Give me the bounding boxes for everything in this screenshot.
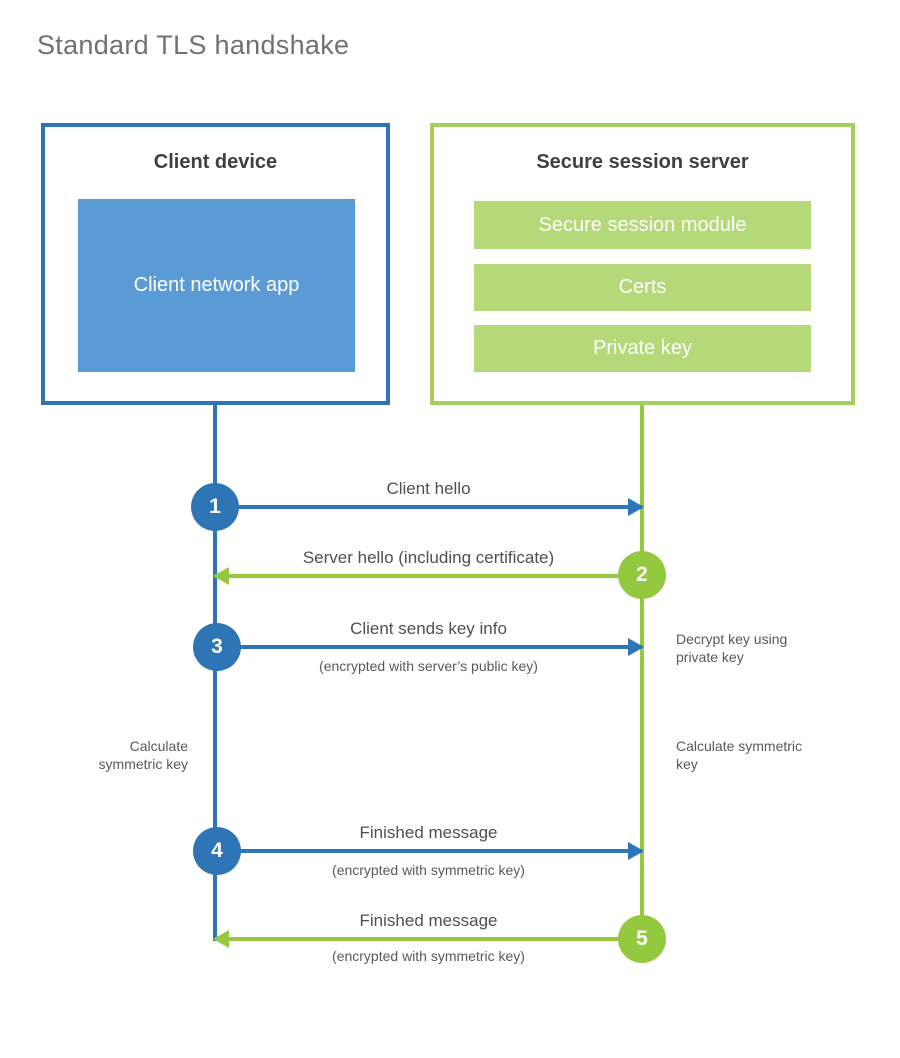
- arrow-client-hello: [215, 498, 644, 516]
- message-label-finished-server: Finished message: [359, 911, 498, 930]
- message-sublabel-finished-server: (encrypted with symmetric key): [332, 948, 525, 964]
- client-network-app-module: Client network app: [78, 199, 355, 372]
- step-circle-4: 4: [193, 827, 241, 875]
- server-module-secure-session: Secure session module: [474, 201, 811, 249]
- arrowhead-left-icon: [213, 567, 229, 585]
- client-device-box: Client device Client network app: [41, 123, 390, 405]
- arrow-finished-server: [213, 930, 642, 948]
- secure-session-server-box: Secure session server Secure session mod…: [430, 123, 855, 405]
- client-box-title: Client device: [153, 151, 278, 173]
- step-circle-1: 1: [191, 483, 239, 531]
- arrow-server-hello: [213, 567, 642, 585]
- client-lifeline: [213, 405, 217, 941]
- step-circle-2: 2: [618, 551, 666, 599]
- arrowhead-right-icon: [628, 498, 644, 516]
- server-box-title: Secure session server: [536, 151, 749, 173]
- note-calculate-symmetric-key-server: Calculate symmetric key: [676, 738, 803, 772]
- message-label-client-hello: Client hello: [386, 479, 471, 498]
- arrow-client-key-info: [215, 638, 644, 656]
- message-label-finished-client: Finished message: [359, 823, 498, 842]
- step-circle-3: 3: [193, 623, 241, 671]
- server-module-private-key: Private key: [474, 325, 811, 372]
- message-sublabel-key-info: (encrypted with server’s public key): [319, 658, 538, 674]
- message-sublabel-finished-client: (encrypted with symmetric key): [332, 862, 525, 878]
- arrow-finished-client: [215, 842, 644, 860]
- arrowhead-right-icon: [628, 638, 644, 656]
- client-app-label: Client network app: [133, 274, 300, 296]
- server-module-certs: Certs: [474, 264, 811, 311]
- server-lifeline: [640, 405, 644, 939]
- page-title: Standard TLS handshake: [37, 30, 350, 60]
- step-circle-5: 5: [618, 915, 666, 963]
- arrowhead-right-icon: [628, 842, 644, 860]
- note-calculate-symmetric-key-client: Calculate symmetric key: [98, 738, 188, 772]
- note-decrypt-key: Decrypt key using private key: [676, 631, 788, 665]
- message-label-server-hello: Server hello (including certificate): [302, 548, 555, 567]
- arrowhead-left-icon: [213, 930, 229, 948]
- message-label-client-key-info: Client sends key info: [350, 619, 507, 638]
